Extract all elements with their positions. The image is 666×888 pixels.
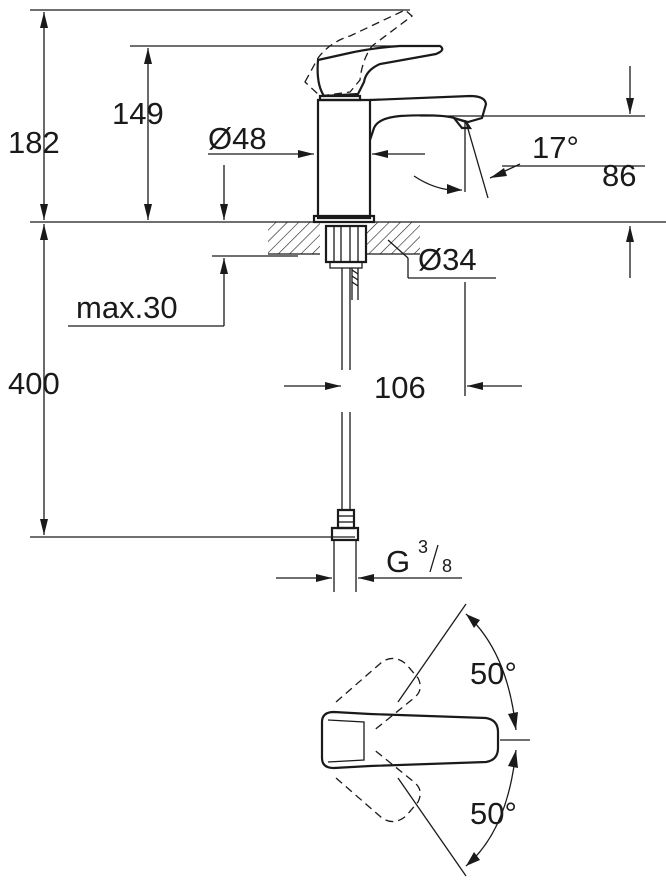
label-17deg: 17° xyxy=(532,130,579,165)
faucet-side-view xyxy=(268,9,488,592)
label-thread-g: G xyxy=(386,544,410,579)
label-thread-num: 3 xyxy=(418,537,428,557)
label-d34: Ø34 xyxy=(418,242,477,277)
label-swing-up: 50° xyxy=(470,656,517,691)
dimension-max30: max.30 xyxy=(68,165,298,327)
dimension-86: 86 xyxy=(502,66,645,278)
dimension-17deg: 17° xyxy=(413,120,579,199)
label-182: 182 xyxy=(8,125,60,160)
dimension-182: 182 xyxy=(8,12,60,220)
label-149: 149 xyxy=(112,96,164,131)
label-swing-down: 50° xyxy=(470,796,517,831)
label-d48: Ø48 xyxy=(208,121,267,156)
reference-lines xyxy=(30,9,666,538)
dimension-d34: Ø34 xyxy=(387,239,496,279)
label-86: 86 xyxy=(602,158,636,193)
label-thread-den: 8 xyxy=(442,556,452,576)
label-106: 106 xyxy=(374,370,426,405)
dimension-106: 106 xyxy=(284,282,522,405)
dimension-d48: Ø48 xyxy=(208,121,425,158)
dimension-149: 149 xyxy=(112,48,164,220)
label-400: 400 xyxy=(8,366,60,401)
label-max30: max.30 xyxy=(76,290,178,325)
lever-top-view: 50° 50° xyxy=(320,603,530,877)
dimension-thread: G 3 8 xyxy=(276,537,462,582)
dimension-400: 400 xyxy=(8,224,60,535)
